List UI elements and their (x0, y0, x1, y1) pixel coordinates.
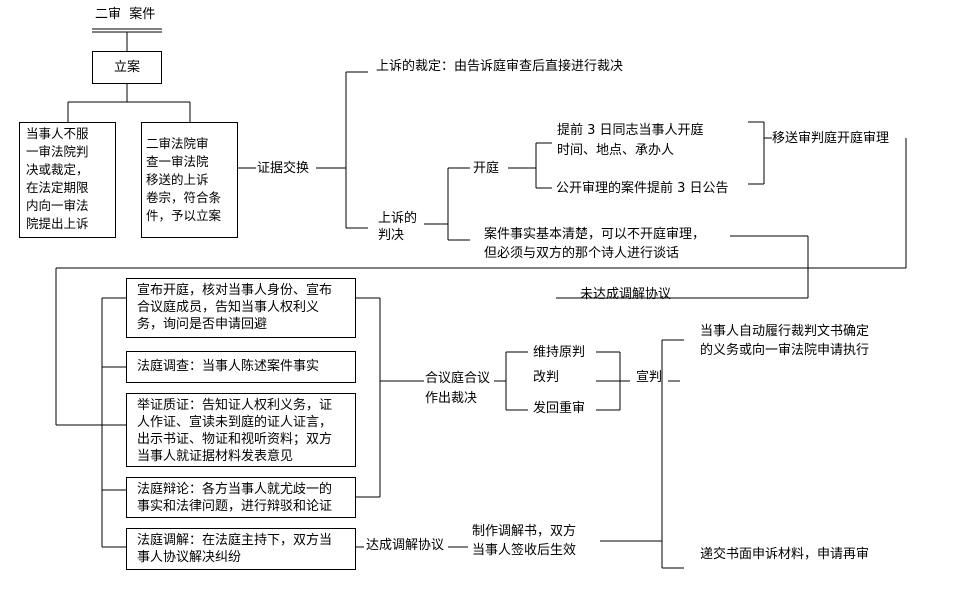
execute-label: 当事人自动履行裁判文书确定 的义务或向一审法院申请执行 (700, 324, 870, 358)
step-evidence: 举证质证：告知证人权利义务，证 人作证、宣读未到庭的证人证言， 出示书证、物证和… (126, 393, 356, 467)
panel-decision-label: 合议庭合议 作出裁决 (425, 371, 491, 406)
no-hearing-label: 案件事实基本清楚，可以不开庭审理， 但必须与双方的那个诗人进行谈话 (484, 227, 706, 261)
ruling-on-appeal-label: 上诉的裁定：由告诉庭审查后直接进行裁决 (376, 59, 624, 74)
step-open-court: 宣布开庭，核对当事人身份、宣布 合议庭成员，告知当事人权利义 务，询问是否申请回… (126, 278, 356, 338)
retrial-label: 递交书面申诉材料，申请再审 (700, 547, 870, 562)
mediation-reached-label: 达成调解协议 (366, 538, 445, 553)
step-mediation: 法庭调解：在法庭主持下，双方当 事人协议解决纠纷 (126, 528, 356, 570)
evidence-exchange-label: 证据交换 (257, 161, 310, 176)
uphold-label: 维持原判 (533, 345, 586, 360)
public-notice-label: 公开审理的案件提前 3 日公告 (556, 181, 729, 196)
hearing-label: 开庭 (473, 161, 500, 176)
judgment-on-appeal-label: 上诉的 判决 (378, 211, 418, 243)
appeal-box: 当事人不服 一审法院判 决或裁定， 在法定期限 内向一审法 院提出上诉 (19, 122, 116, 238)
mediation-doc-label: 制作调解书，双方 当事人签收后生效 (472, 524, 577, 558)
diagram-title: 二审 案件 (95, 7, 156, 22)
notice-time-label: 提前 3 日同志当事人开庭 时间、地点、承办人 (557, 123, 704, 158)
filing-box: 立案 (92, 51, 162, 84)
no-mediation-label: 未达成调解协议 (580, 287, 672, 302)
review-box: 二审法院审 查一审法院 移送的上诉 卷宗，符合条 件，予以立案 (141, 122, 238, 238)
remand-label: 发回重审 (533, 401, 586, 416)
modify-label: 改判 (533, 370, 560, 385)
pronounce-label: 宣判 (636, 370, 663, 385)
step-debate: 法庭辩论：各方当事人就尤歧一的 事实和法律问题，进行辩驳和论证 (126, 477, 356, 518)
transfer-label: 移送审判庭开庭审理 (772, 131, 890, 146)
step-investigation: 法庭调查：当事人陈述案件事实 (126, 351, 356, 383)
